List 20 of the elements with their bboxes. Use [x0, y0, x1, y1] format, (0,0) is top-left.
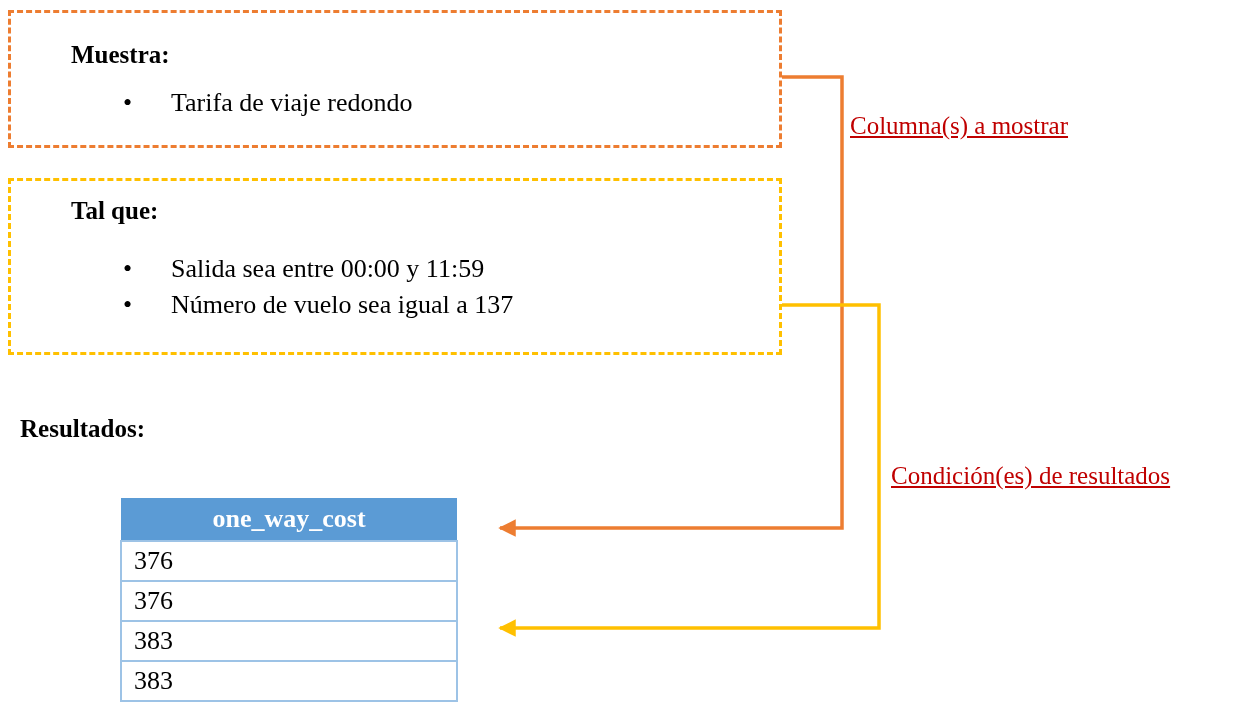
- heading: Resultados:: [20, 415, 145, 443]
- arrow: [498, 303, 881, 637]
- bullet: •: [123, 253, 134, 285]
- list-item-text: Salida sea entre 00:00 y 11:59: [171, 254, 485, 283]
- table-cell: 376: [121, 581, 457, 621]
- bullet: •: [123, 87, 134, 119]
- list-item-text: Número de vuelo sea igual a 137: [171, 290, 514, 319]
- table-cell: 383: [121, 621, 457, 661]
- heading: Tal que:: [71, 197, 159, 225]
- header-cell: one_way_cost: [121, 498, 457, 541]
- heading: Muestra:: [71, 41, 170, 69]
- table-cell: 383: [121, 661, 457, 701]
- bullet: •: [123, 289, 134, 321]
- list-item-text: Tarifa de viaje redondo: [171, 88, 413, 117]
- arrow: [498, 75, 844, 537]
- edge-label: Condición(es) de resultados: [891, 462, 1171, 490]
- edge-label: Columna(s) a mostrar: [850, 112, 1068, 140]
- dashed-frame: [8, 178, 782, 355]
- table-cell: 376: [121, 541, 457, 581]
- dashed-frame: [8, 10, 782, 148]
